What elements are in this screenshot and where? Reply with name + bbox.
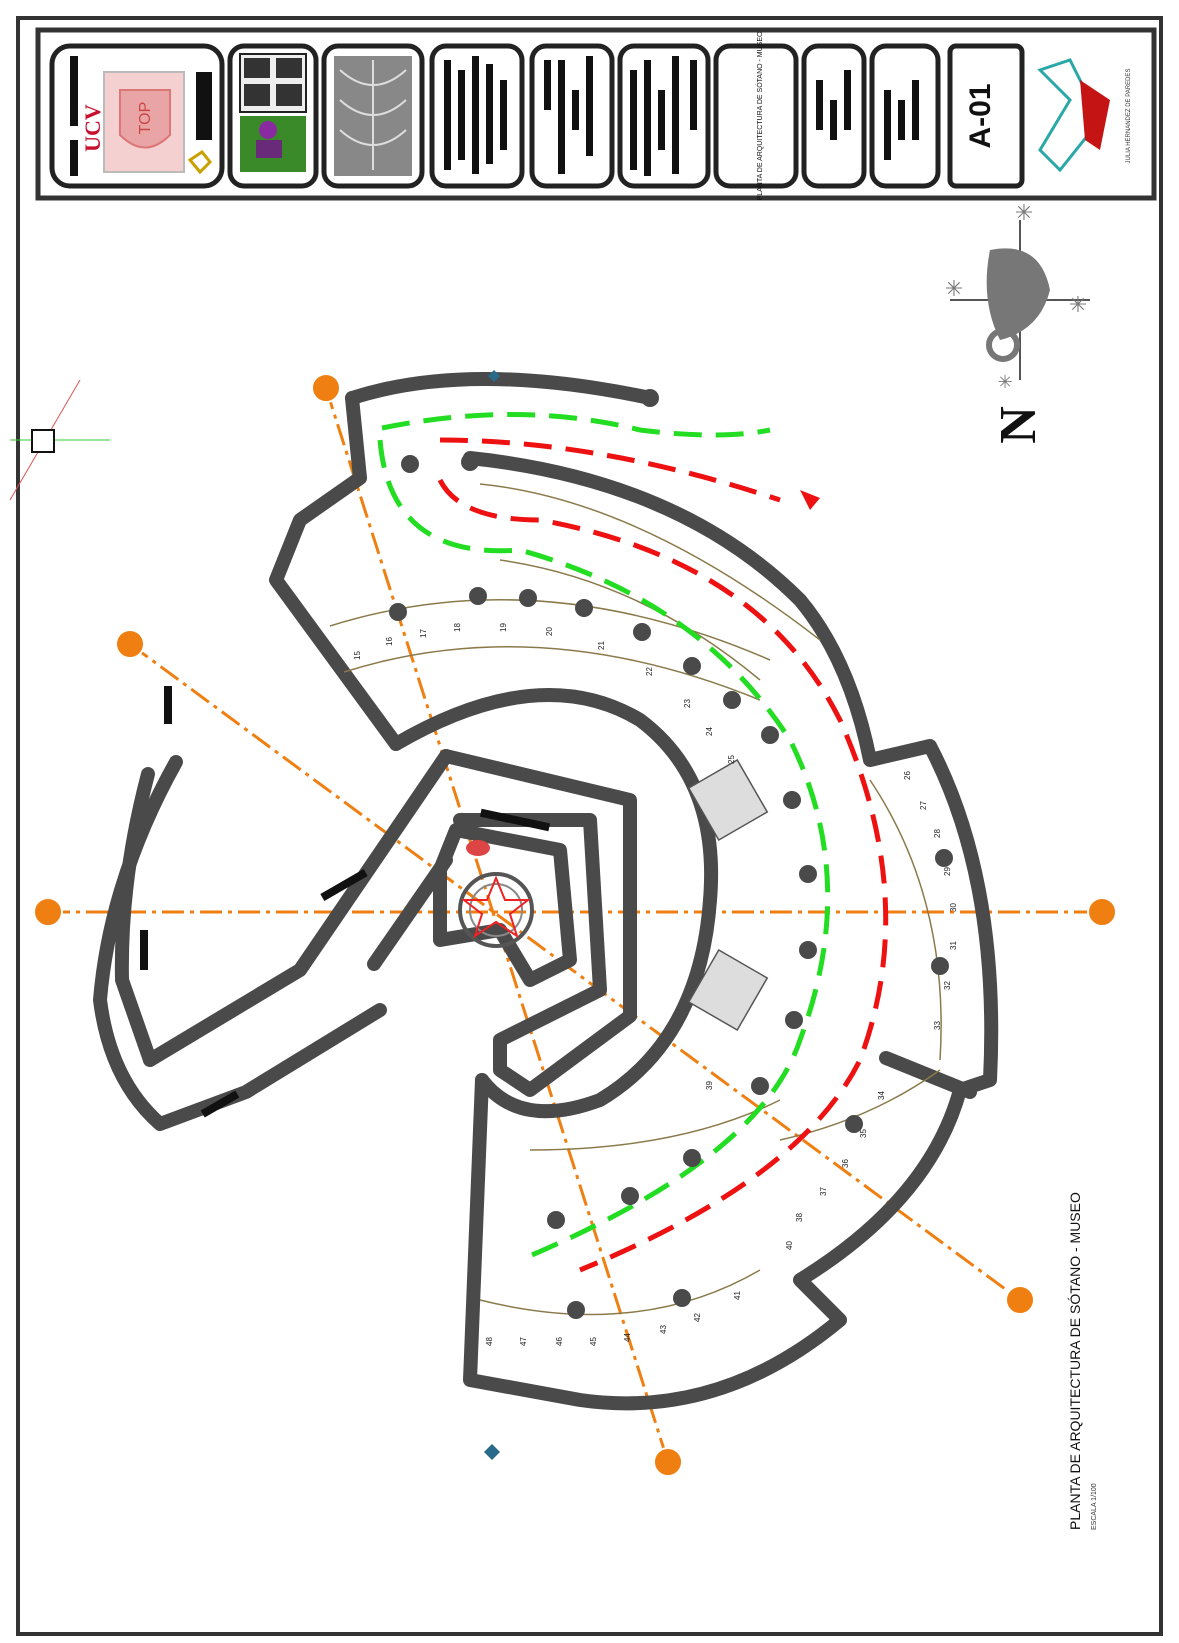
room-22: 22 [645, 667, 654, 676]
evacuation-routes [377, 411, 889, 1273]
room-labels: 15 16 17 18 19 20 21 22 23 24 25 26 27 2… [353, 623, 958, 1346]
room-32: 32 [943, 981, 952, 990]
room-24: 24 [705, 727, 714, 736]
room-23: 23 [683, 699, 692, 708]
svg-text:✳: ✳ [997, 372, 1012, 392]
room-31: 31 [949, 941, 958, 950]
room-42: 42 [693, 1313, 702, 1322]
room-47: 47 [519, 1337, 528, 1346]
building-walls [93, 372, 999, 1411]
title-block [35, 27, 1157, 201]
room-35: 35 [859, 1129, 868, 1138]
room-46: 46 [555, 1337, 564, 1346]
drawing-scale: ESCALA 1/100 [1091, 1483, 1098, 1530]
room-48: 48 [485, 1337, 494, 1346]
room-21: 21 [597, 641, 606, 650]
university-logo: UCV TOP [70, 56, 213, 176]
author-logo: JULIA HERNANDEZ DE PAREDES [1037, 58, 1132, 173]
grid-lines [329, 483, 942, 1316]
room-29: 29 [943, 867, 952, 876]
columns [389, 389, 953, 1319]
room-38: 38 [795, 1213, 804, 1222]
drawing-title: PLANTA DE ARQUITECTURA DE SÓTANO - MUSEO [1067, 1192, 1083, 1530]
room-39: 39 [705, 1081, 714, 1090]
room-44: 44 [623, 1333, 632, 1342]
room-27: 27 [919, 801, 928, 810]
north-label: N [990, 406, 1047, 444]
room-36: 36 [841, 1159, 850, 1168]
markers [484, 370, 500, 1460]
author-text: JULIA HERNANDEZ DE PAREDES [1126, 69, 1132, 164]
title-block-text-bars [444, 56, 919, 176]
room-25: 25 [727, 755, 736, 764]
photo-thumbnails [239, 53, 307, 172]
room-37: 37 [819, 1187, 828, 1196]
svg-text:✳: ✳ [1069, 292, 1087, 317]
sheet-code: A-01 [964, 83, 997, 148]
room-30: 30 [949, 903, 958, 912]
room-15: 15 [353, 651, 362, 660]
room-16: 16 [385, 637, 394, 646]
logo-ucv-text: UCV [80, 104, 105, 152]
room-19: 19 [499, 623, 508, 632]
axis-markers [33, 373, 1117, 1477]
central-emblem [458, 840, 534, 948]
room-40: 40 [785, 1241, 794, 1250]
stairs [687, 758, 769, 1032]
svg-text:✳: ✳ [945, 276, 963, 301]
title-block-sheet-name: PLANTA DE ARQUITECTURA DE SÓTANO - MUSEO [755, 31, 764, 200]
axis-lines [48, 387, 1102, 1463]
ornamental-pattern [334, 56, 412, 176]
room-20: 20 [545, 627, 554, 636]
label-blocks [140, 686, 551, 1118]
cad-cursor [9, 379, 110, 501]
logo-top-text: TOP [137, 102, 154, 135]
room-26: 26 [903, 771, 912, 780]
room-34: 34 [877, 1091, 886, 1100]
room-41: 41 [733, 1291, 742, 1300]
room-18: 18 [453, 623, 462, 632]
room-28: 28 [933, 829, 942, 838]
room-43: 43 [659, 1325, 668, 1334]
north-arrow: ✳ ✳ ✳ ✳ N [945, 200, 1090, 444]
room-33: 33 [933, 1021, 942, 1030]
route-arrow [800, 490, 820, 510]
title-block-cells [49, 43, 1025, 189]
sheet-frame [16, 16, 1163, 1636]
svg-text:✳: ✳ [1015, 200, 1033, 225]
room-45: 45 [589, 1337, 598, 1346]
room-17: 17 [419, 629, 428, 638]
